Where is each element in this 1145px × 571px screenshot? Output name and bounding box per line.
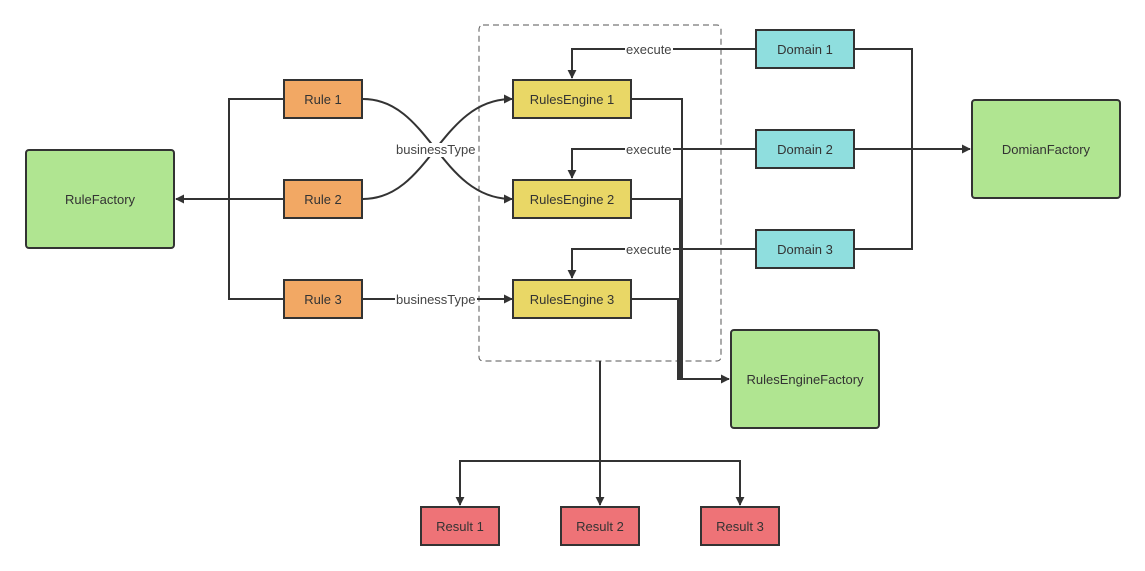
edge-group-to-result3 <box>600 460 745 506</box>
execute-label-domain2: execute <box>625 142 673 157</box>
domain-2-node[interactable]: Domain 2 <box>755 129 855 169</box>
edge-domain1-to-domianfactory <box>855 48 913 149</box>
rules-engine-factory-node[interactable]: RulesEngineFactory <box>730 329 880 429</box>
rules-engine-2-node[interactable]: RulesEngine 2 <box>512 179 632 219</box>
execute-label-domain3: execute <box>625 242 673 257</box>
edge-engine1-to-rulesenginefactory <box>632 98 683 379</box>
edge-engine3-to-rulesenginefactory <box>632 298 730 384</box>
execute-label-domain1: execute <box>625 42 673 57</box>
rule-1-node[interactable]: Rule 1 <box>283 79 363 119</box>
edge-domain3-to-engine3 <box>567 248 755 279</box>
domain-3-node[interactable]: Domain 3 <box>755 229 855 269</box>
edge-domain3-to-domianfactory <box>855 149 913 250</box>
rule-factory-node[interactable]: RuleFactory <box>25 149 175 249</box>
edge-domain1-to-engine1 <box>567 48 755 79</box>
edge-group-to-result1 <box>455 460 600 506</box>
edge-rule3-to-rulefactory <box>228 199 283 300</box>
edge-engine2-to-rulesenginefactory <box>632 198 681 379</box>
result-2-node[interactable]: Result 2 <box>560 506 640 546</box>
rules-engine-3-node[interactable]: RulesEngine 3 <box>512 279 632 319</box>
domian-factory-node[interactable]: DomianFactory <box>971 99 1121 199</box>
edge-rule1-to-rulefactory <box>228 98 283 199</box>
business-type-label-rule3: businessType <box>395 292 477 307</box>
rule-3-node[interactable]: Rule 3 <box>283 279 363 319</box>
business-type-label-cross: businessType <box>395 142 477 157</box>
edge-domain2-to-engine2 <box>567 148 755 179</box>
domain-1-node[interactable]: Domain 1 <box>755 29 855 69</box>
rule-2-node[interactable]: Rule 2 <box>283 179 363 219</box>
rules-engine-1-node[interactable]: RulesEngine 1 <box>512 79 632 119</box>
result-3-node[interactable]: Result 3 <box>700 506 780 546</box>
result-1-node[interactable]: Result 1 <box>420 506 500 546</box>
